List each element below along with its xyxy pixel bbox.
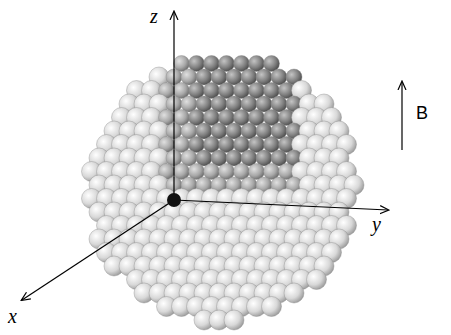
axes <box>22 12 402 300</box>
axis-label: y <box>372 214 381 234</box>
z-axis <box>173 12 174 200</box>
field-label: B <box>416 104 428 122</box>
atom-ball <box>262 297 282 317</box>
atom-ball <box>224 310 244 330</box>
field-arrow <box>401 82 402 150</box>
sphere-balls <box>82 56 365 331</box>
axis-label: x <box>8 306 17 326</box>
center-dot <box>167 193 181 207</box>
atom-ball <box>284 283 304 303</box>
x-axis <box>22 200 174 300</box>
y-axis <box>174 200 388 210</box>
atom-ball <box>307 270 327 290</box>
axis-label: z <box>150 6 158 26</box>
